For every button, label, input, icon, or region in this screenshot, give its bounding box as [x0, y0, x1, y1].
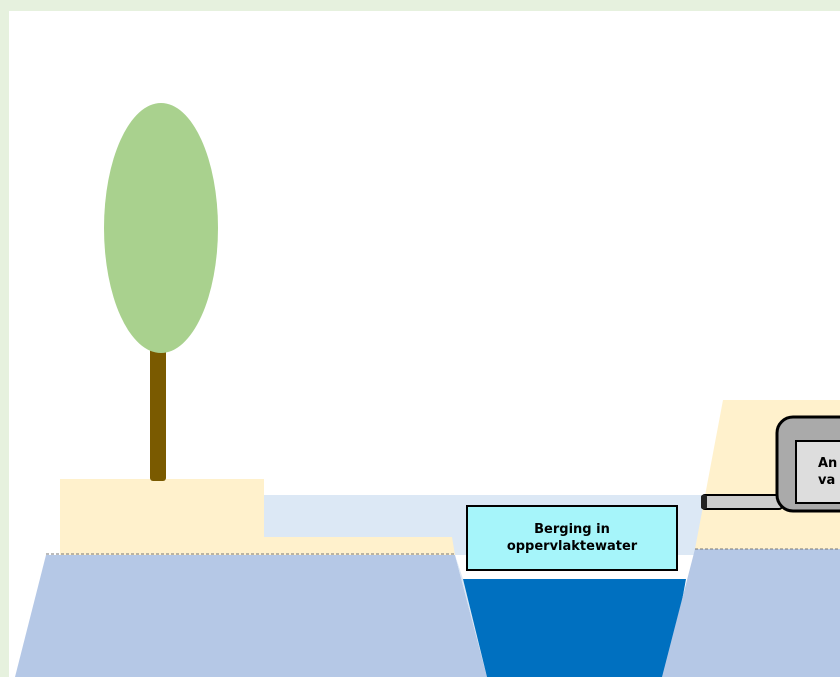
- right-groundwater-zone: [662, 549, 840, 677]
- device-label: An va: [796, 441, 840, 503]
- diagram-canvas: Berging in oppervlaktewater An va: [9, 11, 840, 677]
- surface-water-label: Berging in oppervlaktewater: [466, 505, 678, 571]
- tree-icon: [104, 103, 218, 481]
- ditch-bank-left: [455, 555, 487, 677]
- surface-water-label-text: Berging in oppervlaktewater: [506, 522, 638, 554]
- pipe-end: [701, 495, 707, 509]
- left-groundwater-zone: [15, 555, 487, 677]
- device-label-text: An va: [818, 456, 838, 488]
- pipe: [701, 494, 783, 510]
- landscape-cross-section: [15, 103, 840, 677]
- left-soil-zone: [60, 479, 455, 555]
- device-inner: [795, 440, 840, 504]
- device-icon: [775, 415, 840, 513]
- pipe-icon: [701, 494, 783, 510]
- surface-water: [463, 579, 686, 677]
- tree-trunk: [150, 341, 166, 481]
- tree-crown: [104, 103, 218, 353]
